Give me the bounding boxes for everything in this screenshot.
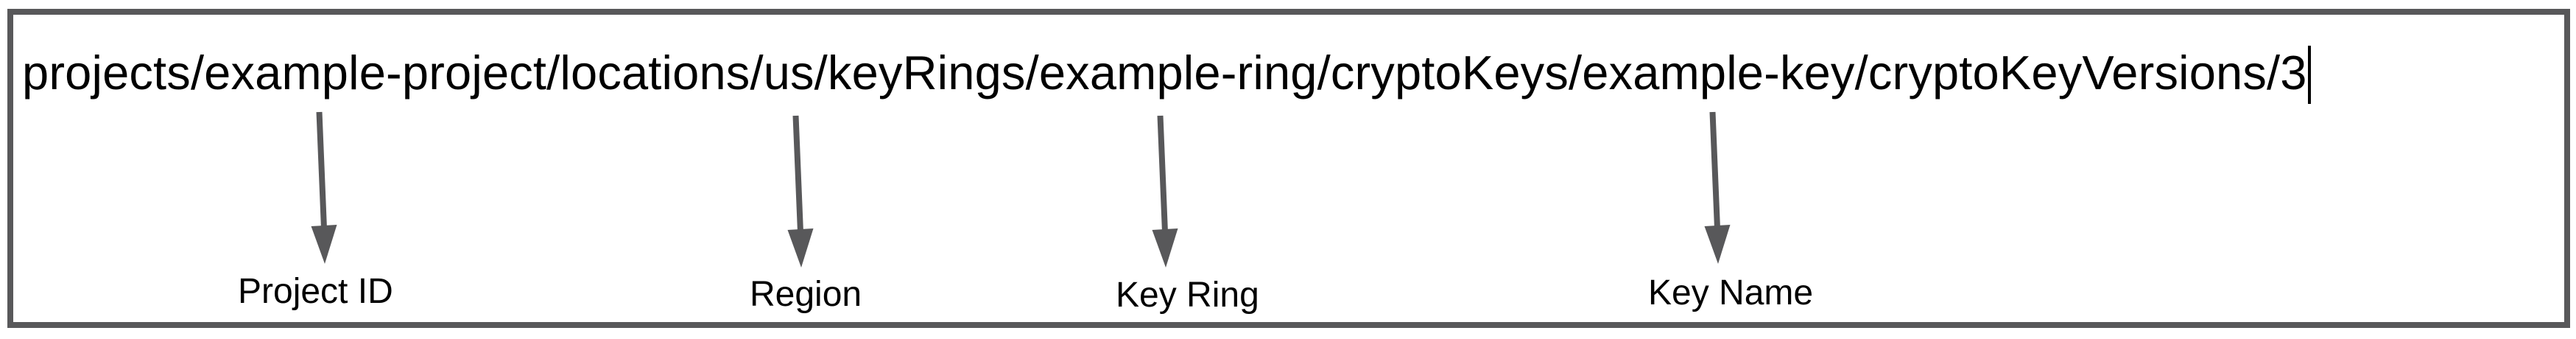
arrow-down-icon bbox=[311, 111, 337, 264]
label-region: Region bbox=[750, 275, 862, 314]
arrow-down-icon bbox=[1152, 115, 1178, 268]
label-project-id: Project ID bbox=[238, 272, 393, 311]
resource-path-value: projects/example-project/locations/us/ke… bbox=[22, 46, 2307, 99]
text-caret-icon bbox=[2307, 46, 2311, 104]
resource-path-text[interactable]: projects/example-project/locations/us/ke… bbox=[22, 46, 2311, 104]
arrow-down-icon bbox=[787, 115, 814, 268]
arrow-down-icon bbox=[1704, 111, 1731, 264]
label-key-name: Key Name bbox=[1648, 273, 1814, 312]
resource-path-input-box[interactable] bbox=[7, 9, 2570, 328]
label-key-ring: Key Ring bbox=[1116, 276, 1259, 315]
